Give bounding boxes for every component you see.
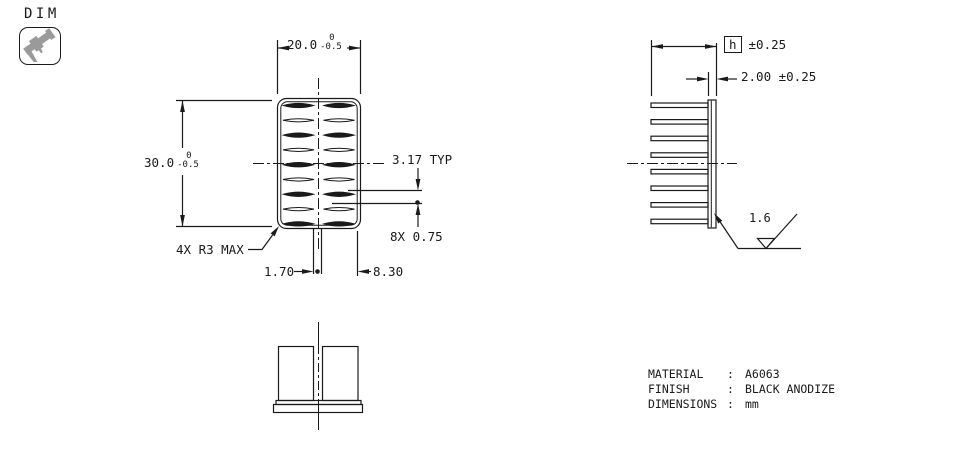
dim-width-tolerance: 0 -0.5: [320, 33, 342, 52]
bottom-block-left: [277, 345, 315, 402]
dim-stamp-label: DIM: [24, 6, 60, 22]
dim-width-20: [276, 40, 362, 94]
dim-height-30: [176, 99, 272, 228]
depth-symbol-box: h: [724, 36, 742, 53]
dim-height-text: 30.0 0 -0.5: [144, 151, 199, 169]
fin-pitch-label: 3.17 TYP: [392, 152, 453, 167]
base-thickness-label: 2.00 ±0.25: [741, 69, 817, 84]
note-row-dimensions: DIMENSIONS : mm: [648, 397, 759, 411]
surface-roughness-label: 1.6: [749, 211, 771, 225]
dim-height-value: 30.0: [144, 155, 175, 170]
dim-width-text: 20.0 0 -0.5: [287, 33, 342, 51]
note-row-finish: FINISH : BLACK ANODIZE: [648, 382, 836, 396]
dim-depth-h: [650, 40, 718, 96]
bottom-view: [272, 322, 364, 430]
caliper-icon: [23, 28, 56, 64]
front-view: [176, 40, 422, 276]
dim-height-tolerance: 0 -0.5: [177, 151, 199, 170]
offset-label: 8.30: [373, 264, 404, 279]
leader-corner-radius: [248, 226, 279, 251]
depth-tolerance: ±0.25: [748, 37, 787, 52]
fin-rows-filled: [281, 102, 356, 227]
notes-block: MATERIAL : A6063 FINISH : BLACK ANODIZE …: [648, 367, 835, 412]
fin-thickness-label: 8X 0.75: [390, 229, 443, 244]
corner-radius-label: 4X R3 MAX: [176, 242, 244, 257]
fin-rows-open: [282, 118, 355, 212]
dim-stamp-box: [19, 27, 61, 65]
depth-dim-text: h ±0.25: [724, 36, 786, 53]
dim-slot-bottom: [294, 229, 371, 276]
slot-width-label: 1.70: [264, 264, 295, 279]
side-view: [627, 40, 801, 250]
side-fins: [650, 102, 709, 225]
bottom-block-right: [321, 345, 359, 402]
surface-finish-symbol: [714, 213, 801, 250]
dim-base-thickness: [686, 72, 737, 96]
dim-width-value: 20.0: [287, 37, 318, 52]
dim-fin-thickness: [332, 168, 422, 227]
note-row-material: MATERIAL : A6063: [648, 367, 780, 381]
